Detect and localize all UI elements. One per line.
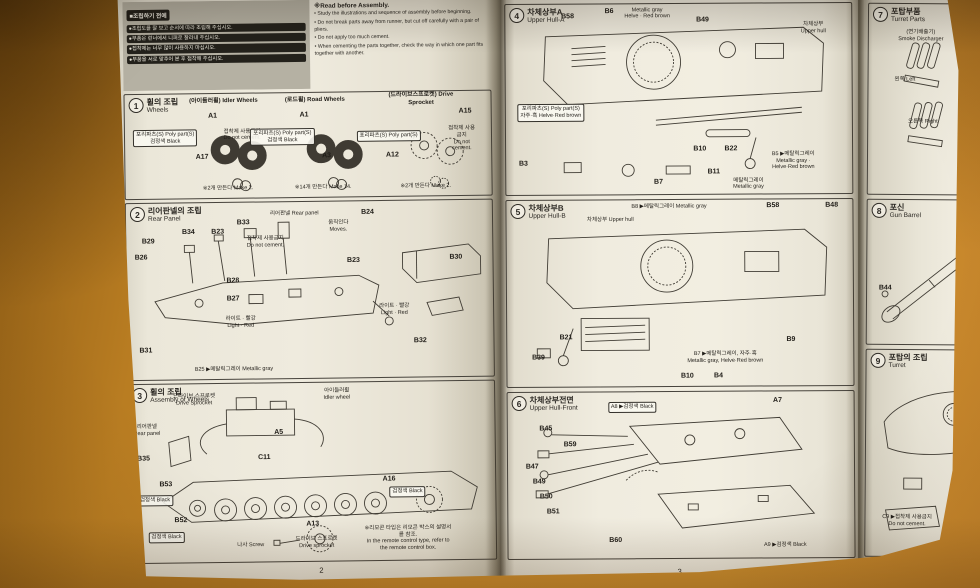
step-title-kr: 포신 [889,202,905,213]
step-7-labels: (연기배출기) Smoke Discharger 왼쪽 Left 오른쪽 Right [868,4,959,195]
page-left [117,0,500,580]
step-title-en: Turret Parts [890,16,926,24]
part-label: 오른쪽 Right [908,118,938,125]
step-title-en: Gun Barrel [889,212,922,220]
gun-barrel-diagram [881,236,959,323]
chassis-diagram [162,397,478,553]
step-title-en: Turret [888,362,906,370]
step-8-labels: B44 [867,200,959,345]
part-label: B44 [878,284,892,292]
turret-parts-diagram [903,42,943,148]
upper-hull-front-diagram [535,416,816,529]
step-number-badge: 9 [870,352,886,368]
page-right [858,0,959,580]
part-label: (연기배출기) Smoke Discharger [898,29,944,43]
upper-hull-b-diagram [536,228,828,367]
step-number-badge: 8 [871,202,887,218]
rear-panel-diagram [154,221,482,326]
step-9-labels: C9 ▶접착제 사용금지 Do not cement. [865,350,958,557]
step-number-badge: 7 [872,6,889,22]
step-title-kr: 포탑의 조립 [888,352,928,363]
step-title-kr: 포탑부품 [890,6,921,17]
part-label: C9 ▶접착제 사용금지 Do not cement. [882,513,932,528]
upper-hull-a-diagram [543,26,824,177]
part-label: 왼쪽 Left [894,76,916,83]
